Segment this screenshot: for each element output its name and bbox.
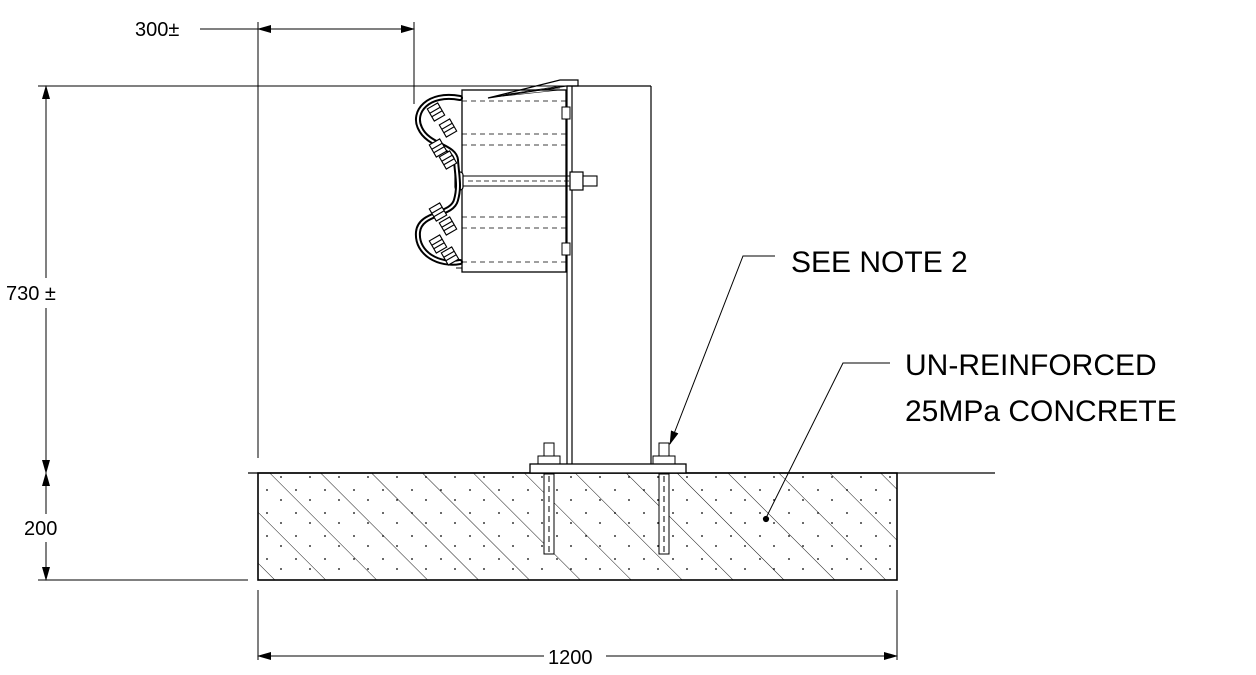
- dimension-rail-offset: 300±: [135, 19, 415, 41]
- w-beam-rail: [414, 93, 463, 266]
- dimension-label-footing-depth: 200: [24, 518, 57, 540]
- dimension-label-post-height: 730 ±: [6, 283, 56, 305]
- dimension-post-height: 730 ±: [2, 85, 84, 474]
- dimension-footing-depth: 200: [20, 472, 70, 581]
- note-concrete-line1: UN-REINFORCED: [905, 349, 1157, 382]
- anchor-bolt-left: [537, 442, 561, 555]
- extension-lines: [38, 22, 898, 660]
- rail-splice-bolts: [426, 102, 460, 266]
- post: [566, 85, 652, 464]
- note-anchor-leader: [669, 255, 775, 445]
- dimension-label-rail-offset: 300±: [135, 19, 179, 41]
- dimension-label-footing-width: 1200: [548, 647, 593, 669]
- post-clips: [561, 106, 571, 256]
- dimension-footing-width: 1200: [257, 642, 898, 670]
- top-cap-bracket: [487, 79, 579, 99]
- base-plate: [529, 463, 687, 474]
- note-anchor: SEE NOTE 2: [791, 246, 968, 279]
- through-bolt: [454, 171, 598, 191]
- concrete-footing: [257, 472, 898, 581]
- note-concrete-line2: 25MPa CONCRETE: [905, 395, 1177, 428]
- note-concrete-leader: [762, 362, 890, 523]
